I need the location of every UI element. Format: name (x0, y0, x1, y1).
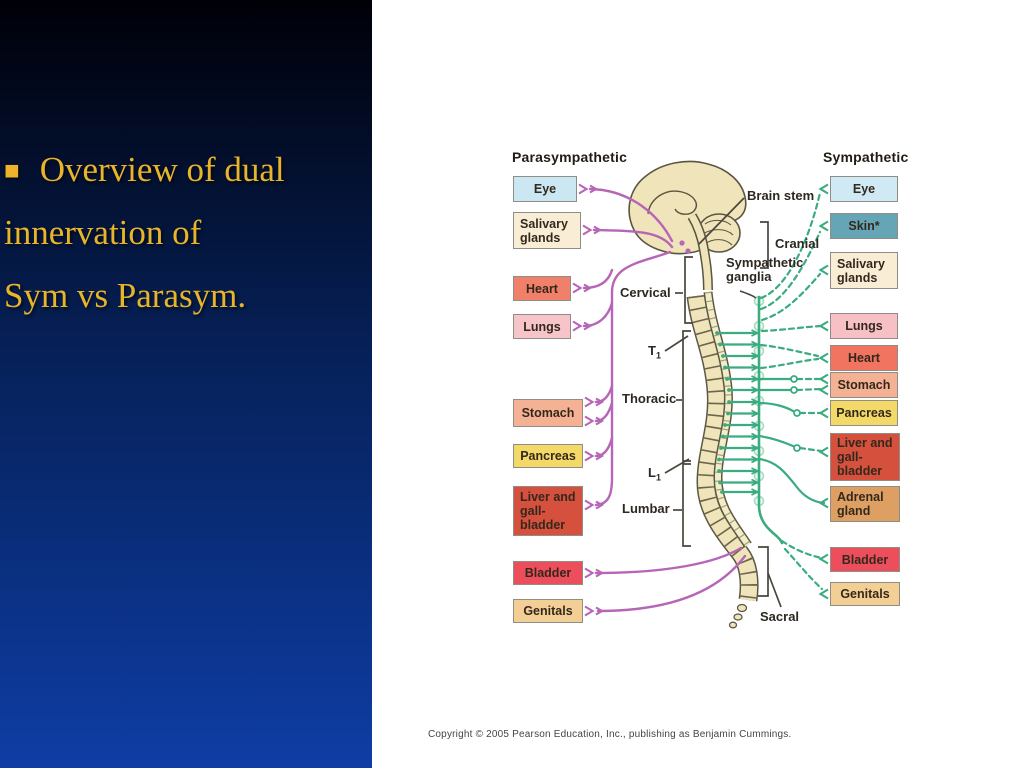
organ-box-adrenal-sympathetic: Adrenal gland (830, 486, 900, 522)
slide-panel: ■ Overview of dual innervation of Sym vs … (0, 0, 372, 768)
spinal-nerve-lines (715, 329, 760, 496)
label-thoracic: Thoracic (622, 391, 677, 406)
organ-box-pancreas-parasympathetic: Pancreas (513, 444, 583, 468)
organ-box-lungs-parasympathetic: Lungs (513, 314, 571, 339)
organ-box-liver-parasympathetic: Liver and gall-bladder (513, 486, 583, 536)
organ-box-eye-parasympathetic: Eye (513, 176, 577, 202)
sympathetic-pathways (757, 191, 826, 591)
connector-forks (572, 183, 829, 617)
l1-subscript: 1 (655, 472, 661, 483)
brackets-and-pointers (664, 197, 782, 608)
label-lumbar: Lumbar (622, 501, 670, 516)
diagram-panel: Parasympathetic Sympathetic Eye Salivary… (372, 0, 1024, 768)
organ-box-lungs-sympathetic: Lungs (830, 313, 898, 339)
title-line: ■ Overview of dual (4, 138, 368, 201)
organ-box-salivary-parasympathetic: Salivary glands (513, 212, 581, 249)
label-sympathetic-ganglia: Sympathetic ganglia (726, 255, 804, 285)
label-cervical: Cervical (620, 285, 671, 300)
organ-box-stomach-parasympathetic: Stomach (513, 399, 583, 427)
organ-box-pancreas-sympathetic: Pancreas (830, 400, 898, 426)
label-t1: T1 (648, 343, 661, 361)
diagram-artwork (572, 160, 829, 629)
organ-box-salivary-sympathetic: Salivary glands (830, 252, 898, 289)
organ-box-stomach-sympathetic: Stomach (830, 372, 898, 398)
t1-letter: T (648, 343, 656, 358)
slide-title: ■ Overview of dual innervation of Sym vs … (4, 138, 368, 327)
organ-box-eye-sympathetic: Eye (830, 176, 898, 202)
t1-subscript: 1 (655, 350, 661, 361)
organ-box-heart-parasympathetic: Heart (513, 276, 571, 301)
label-l1: L1 (648, 465, 661, 483)
l1-letter: L (648, 465, 656, 480)
parasympathetic-pathways (582, 187, 747, 613)
title-line: Sym vs Parasym. (4, 276, 247, 315)
sympathetic-header: Sympathetic (823, 149, 909, 165)
organ-box-genitals-sympathetic: Genitals (830, 582, 900, 606)
label-cranial: Cranial (775, 236, 820, 251)
organ-box-bladder-parasympathetic: Bladder (513, 561, 583, 585)
organ-box-bladder-sympathetic: Bladder (830, 547, 900, 572)
brain-illustration (628, 160, 747, 291)
parasympathetic-header: Parasympathetic (512, 149, 628, 165)
organ-box-heart-sympathetic: Heart (830, 345, 898, 371)
organ-box-genitals-parasympathetic: Genitals (513, 599, 583, 623)
label-brain-stem: Brain stem (747, 188, 815, 203)
title-text: Overview of dual (39, 150, 285, 189)
sympathetic-chain-line (757, 295, 784, 545)
title-line: innervation of (4, 213, 202, 252)
organ-box-liver-sympathetic: Liver and gall-bladder (830, 433, 900, 481)
label-sacral: Sacral (760, 609, 800, 624)
organ-box-skin-sympathetic: Skin* (830, 213, 898, 239)
bullet-square-icon: ■ (4, 156, 20, 185)
copyright-line: Copyright © 2005 Pearson Education, Inc.… (428, 729, 792, 740)
